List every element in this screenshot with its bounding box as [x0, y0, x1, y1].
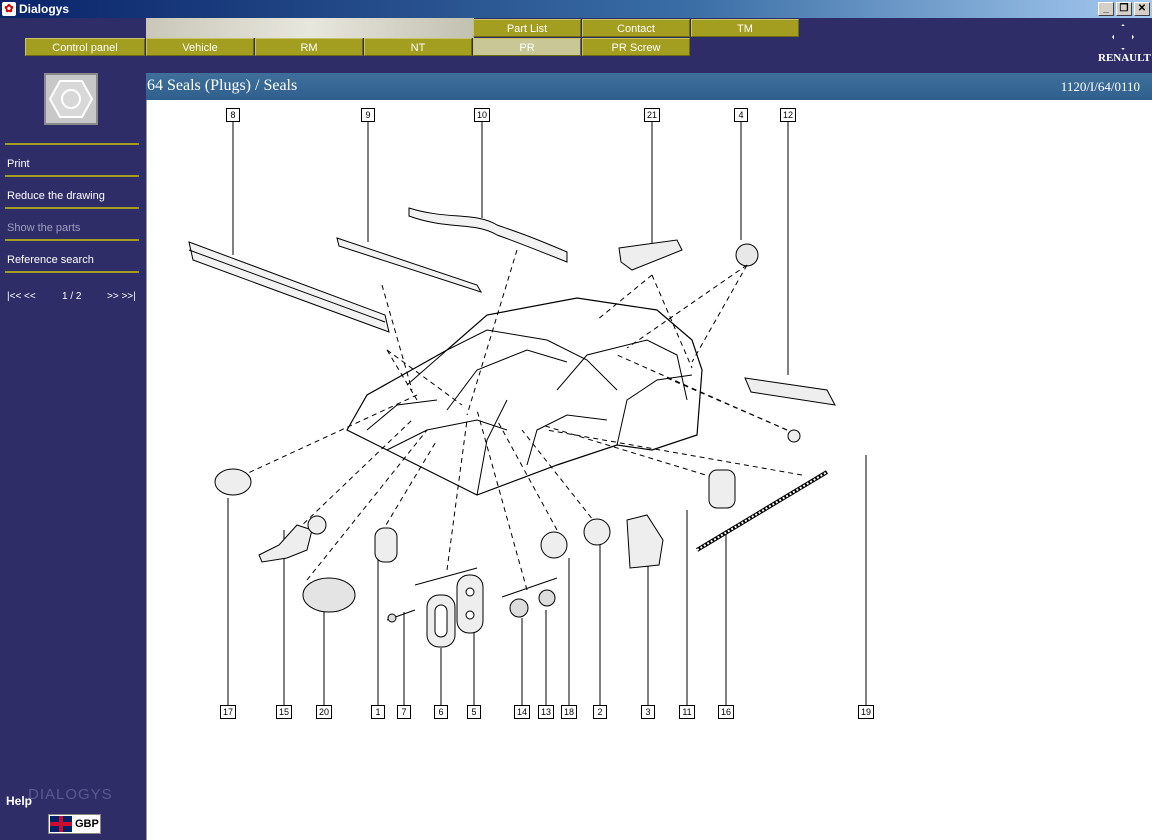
currency-selector[interactable]: GBP [48, 814, 101, 834]
page-title: 64 Seals (Plugs) / Seals [147, 77, 298, 94]
callout-label[interactable]: 2 [593, 705, 607, 719]
callout-label[interactable]: 20 [316, 705, 332, 719]
renault-diamond-icon [1112, 24, 1134, 50]
tab-part-list[interactable]: Part List [473, 19, 581, 37]
callout-label[interactable]: 3 [641, 705, 655, 719]
brand-logo-text: RENAULT [1098, 52, 1151, 64]
pager-first-prev[interactable]: |<< << [7, 291, 36, 302]
callout-label[interactable]: 8 [226, 108, 240, 122]
tab-contact[interactable]: Contact [582, 19, 690, 37]
callout-label[interactable]: 18 [561, 705, 577, 719]
tab-nt[interactable]: NT [364, 38, 472, 56]
tab-pr-screw[interactable]: PR Screw [582, 38, 690, 56]
header-decoration [146, 18, 474, 38]
pager-page-indicator: 1 / 2 [62, 291, 82, 302]
reduce-drawing-link[interactable]: Reduce the drawing [7, 190, 105, 202]
callout-label[interactable]: 17 [220, 705, 236, 719]
callout-label[interactable]: 1 [371, 705, 385, 719]
tab-tm[interactable]: TM [691, 19, 799, 37]
hex-nut-icon [44, 73, 98, 125]
window-title: Dialogys [19, 2, 70, 16]
reference-search-link[interactable]: Reference search [7, 254, 94, 266]
print-link[interactable]: Print [7, 158, 30, 170]
help-link[interactable]: Help [6, 794, 33, 808]
menu-divider [5, 239, 139, 241]
callout-label[interactable]: 5 [467, 705, 481, 719]
callout-label[interactable]: 21 [644, 108, 660, 122]
window-titlebar: ✿ Dialogys _ ❐ ✕ [0, 0, 1152, 18]
currency-label: GBP [75, 818, 99, 830]
callout-label[interactable]: 14 [514, 705, 530, 719]
callout-label[interactable]: 7 [397, 705, 411, 719]
callout-label[interactable]: 16 [718, 705, 734, 719]
menu-divider [5, 271, 139, 273]
tab-rm[interactable]: RM [255, 38, 363, 56]
callout-label[interactable]: 9 [361, 108, 375, 122]
callout-label[interactable]: 15 [276, 705, 292, 719]
callout-label[interactable]: 6 [434, 705, 448, 719]
sidebar: Print Reduce the drawing Show the parts … [0, 73, 146, 840]
callout-label[interactable]: 19 [858, 705, 874, 719]
menu-divider [5, 207, 139, 209]
callout-label[interactable]: 10 [474, 108, 490, 122]
callout-label[interactable]: 4 [734, 108, 748, 122]
close-icon[interactable]: ✕ [1134, 2, 1150, 16]
dialogys-watermark: DIALOGYS [28, 786, 113, 803]
minimize-icon[interactable]: _ [1098, 2, 1114, 16]
callout-label[interactable]: 13 [538, 705, 554, 719]
app-icon: ✿ [2, 2, 16, 16]
uk-flag-icon [50, 816, 72, 832]
callout-label[interactable]: 12 [780, 108, 796, 122]
diagram-drawing [188, 122, 867, 705]
page-header: 64 Seals (Plugs) / Seals 1120/I/64/0110 [146, 73, 1152, 100]
tab-pr[interactable]: PR [473, 38, 581, 56]
show-parts-link: Show the parts [7, 222, 81, 234]
header: Part List Contact TM Control panel Vehic… [0, 18, 1152, 73]
restore-icon[interactable]: ❐ [1116, 2, 1132, 16]
pager-next-last[interactable]: >> >>| [107, 291, 136, 302]
tab-vehicle[interactable]: Vehicle [146, 38, 254, 56]
brand-logo: RENAULT [1098, 24, 1151, 70]
menu-divider [5, 143, 139, 145]
exploded-diagram[interactable]: 8 9 10 21 4 12 17 15 20 1 7 6 5 14 13 18… [146, 100, 1152, 840]
tab-control-panel[interactable]: Control panel [25, 38, 145, 56]
menu-divider [5, 175, 139, 177]
callout-label[interactable]: 11 [679, 705, 695, 719]
page-reference: 1120/I/64/0110 [1060, 79, 1140, 94]
